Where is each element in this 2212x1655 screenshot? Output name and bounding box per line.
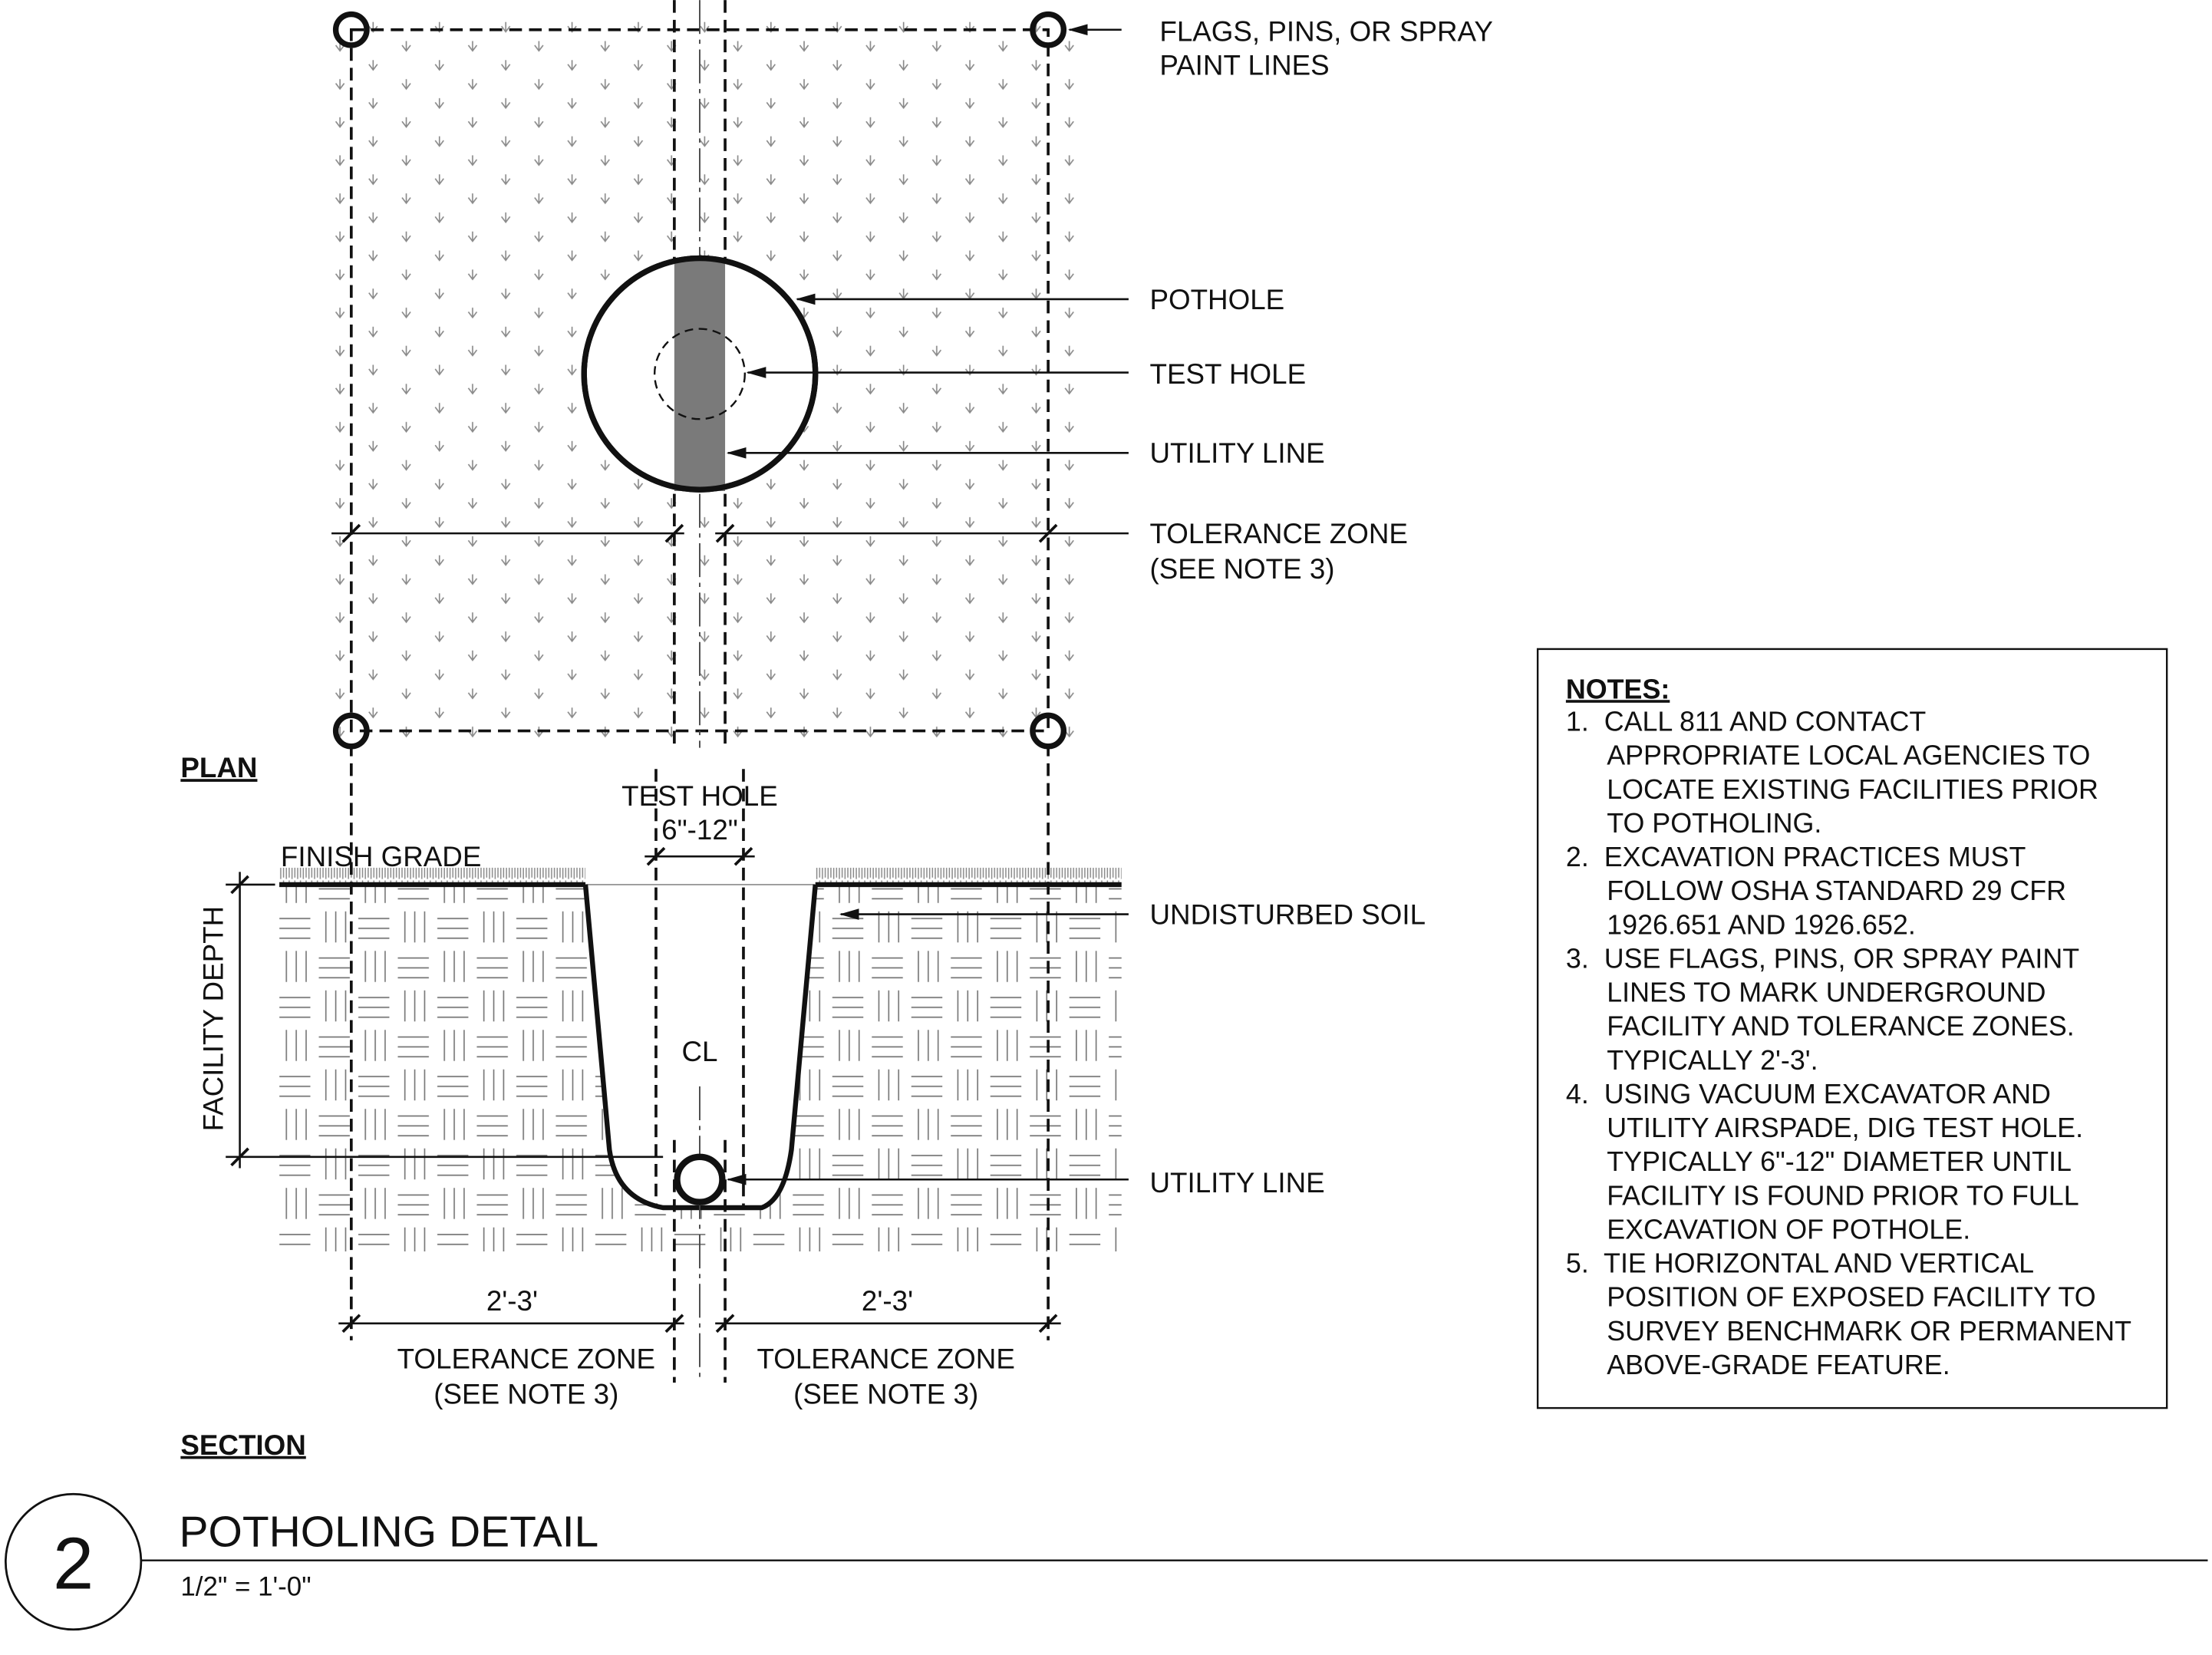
note-line: 1926.651 AND 1926.652. bbox=[1607, 909, 1916, 940]
right-tolerance-dimension: 2'-3' bbox=[862, 1285, 913, 1317]
left-tolerance-dimension: 2'-3' bbox=[486, 1285, 538, 1317]
plan-label: PLAN bbox=[180, 752, 257, 783]
note-line: SURVEY BENCHMARK OR PERMANENT bbox=[1607, 1316, 2131, 1347]
tolerance-zone-note: (SEE NOTE 3) bbox=[1149, 553, 1334, 585]
finish-grade-label: FINISH GRADE bbox=[281, 841, 481, 872]
right-tolerance-zone-label: TOLERANCE ZONE bbox=[757, 1343, 1014, 1375]
centerline-symbol: CL bbox=[681, 1036, 717, 1067]
note-line: LOCATE EXISTING FACILITIES PRIOR bbox=[1607, 774, 2098, 805]
notes-box: NOTES: 1. CALL 811 AND CONTACTAPPROPRIAT… bbox=[1536, 648, 2168, 1409]
title-block: 2 POTHOLING DETAIL 1/2" = 1'-0" bbox=[4, 1492, 2208, 1631]
pothole-profile bbox=[582, 884, 818, 1211]
notes-heading: NOTES: bbox=[1566, 674, 1670, 704]
detail-number: 2 bbox=[53, 1522, 94, 1604]
note-line: FACILITY IS FOUND PRIOR TO FULL bbox=[1607, 1180, 2078, 1211]
note-line: TYPICALLY 6"-12" DIAMETER UNTIL bbox=[1607, 1146, 2072, 1177]
section-view: CL TEST HOLE 6"-12" FINISH GRADE FACILIT… bbox=[180, 743, 1426, 1461]
note-line: 3. USE FLAGS, PINS, OR SPRAY PAINT bbox=[1566, 943, 2079, 974]
test-hole-section-label: TEST HOLE bbox=[621, 780, 778, 812]
plan-leaders bbox=[331, 24, 1129, 543]
note-line: 1. CALL 811 AND CONTACT bbox=[1566, 707, 1927, 737]
note-line: POSITION OF EXPOSED FACILITY TO bbox=[1607, 1282, 2095, 1313]
note-line: FACILITY AND TOLERANCE ZONES. bbox=[1607, 1011, 2075, 1042]
note-line: TO POTHOLING. bbox=[1607, 808, 1821, 839]
undisturbed-soil-label: UNDISTURBED SOIL bbox=[1149, 898, 1426, 930]
left-tolerance-zone-note: (SEE NOTE 3) bbox=[433, 1379, 618, 1410]
detail-scale: 1/2" = 1'-0" bbox=[180, 1572, 311, 1602]
excavation bbox=[585, 883, 816, 1208]
note-line: EXCAVATION OF POTHOLE. bbox=[1607, 1214, 1970, 1245]
flag-marker bbox=[1030, 11, 1067, 48]
utility-line-label: UTILITY LINE bbox=[1149, 437, 1324, 469]
flags-label-2: PAINT LINES bbox=[1159, 50, 1329, 81]
flags-label: FLAGS, PINS, OR SPRAY bbox=[1159, 15, 1493, 47]
detail-title: POTHOLING DETAIL bbox=[180, 1507, 599, 1556]
section-label: SECTION bbox=[180, 1429, 305, 1461]
note-line: ABOVE-GRADE FEATURE. bbox=[1607, 1350, 1950, 1380]
utility-line-plan bbox=[674, 258, 726, 491]
test-hole-outline bbox=[653, 328, 747, 420]
left-tolerance-zone-label: TOLERANCE ZONE bbox=[397, 1343, 655, 1375]
detail-number-bubble bbox=[4, 1492, 143, 1631]
pothole-label: POTHOLE bbox=[1149, 284, 1284, 315]
note-line: TYPICALLY 2'-3'. bbox=[1607, 1045, 1818, 1076]
note-line: LINES TO MARK UNDERGROUND bbox=[1607, 978, 2046, 1008]
note-line: 5. TIE HORIZONTAL AND VERTICAL bbox=[1566, 1248, 2034, 1279]
right-tolerance-zone-note: (SEE NOTE 3) bbox=[793, 1379, 978, 1410]
facility-depth-label: FACILITY DEPTH bbox=[198, 906, 229, 1132]
test-hole-dimension: 6"-12" bbox=[661, 814, 738, 846]
utility-pipe bbox=[674, 1153, 726, 1205]
note-line: 2. EXCAVATION PRACTICES MUST bbox=[1566, 842, 2026, 872]
note-line: UTILITY AIRSPADE, DIG TEST HOLE. bbox=[1607, 1113, 2083, 1143]
note-line: 4. USING VACUUM EXCAVATOR AND bbox=[1566, 1079, 2051, 1109]
note-line: FOLLOW OSHA STANDARD 29 CFR bbox=[1607, 875, 2066, 906]
plan-view: FLAGS, PINS, OR SPRAY PAINT LINES POTHOL… bbox=[180, 0, 1493, 783]
flag-marker bbox=[332, 11, 370, 48]
note-line: APPROPRIATE LOCAL AGENCIES TO bbox=[1607, 740, 2090, 771]
tolerance-zone-label: TOLERANCE ZONE bbox=[1149, 518, 1407, 549]
test-hole-label: TEST HOLE bbox=[1149, 358, 1306, 390]
utility-line-section-label: UTILITY LINE bbox=[1149, 1167, 1324, 1198]
